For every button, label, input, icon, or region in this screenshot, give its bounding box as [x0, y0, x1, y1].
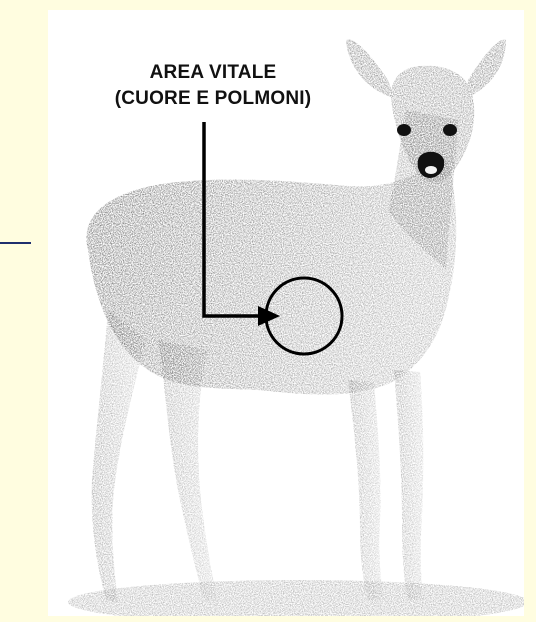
label-line-1: AREA VITALE [58, 60, 368, 86]
front-legs [348, 370, 424, 600]
deer-illustration: AREA VITALE (CUORE E POLMONI) [48, 10, 524, 616]
vital-area-label: AREA VITALE (CUORE E POLMONI) [58, 60, 368, 112]
accent-rule [0, 242, 31, 244]
label-line-2: (CUORE E POLMONI) [58, 86, 368, 112]
ground-shadow [68, 580, 524, 616]
